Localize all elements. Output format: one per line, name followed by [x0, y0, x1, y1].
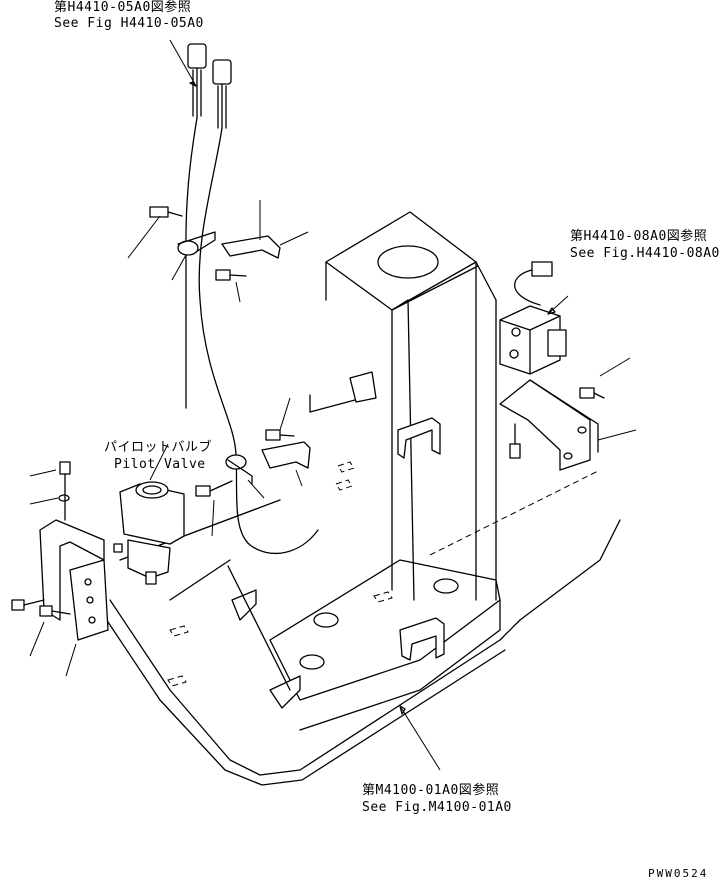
- ref-bottom-jp: 第M4100-01A0図参照: [362, 783, 500, 798]
- ref-top-jp: 第H4410-05A0図参照: [54, 0, 192, 15]
- pilot-valve-label-en: Pilot Valve: [114, 457, 206, 472]
- main-column: [309, 211, 497, 601]
- hose-clamp-lower: [195, 397, 311, 537]
- pilot-valve-label-jp: パイロットバルブ: [104, 440, 213, 455]
- mounting-plate: [11, 461, 123, 677]
- pilot-valve-body: [119, 443, 185, 585]
- ref-right-jp: 第H4410-08A0図参照: [570, 229, 708, 244]
- ref-top-en: See Fig H4410-05A0: [54, 16, 204, 31]
- dashed-mounting-hints: [167, 461, 393, 687]
- ref-right-en: See Fig.H4410-08A0: [570, 246, 720, 261]
- floor-frame: [99, 499, 621, 786]
- bracket-upper: [215, 200, 309, 303]
- hose-clamp-upper: [127, 206, 216, 281]
- solenoid-valve: [499, 261, 569, 375]
- base-plate: [269, 469, 601, 731]
- ref-bottom-en: See Fig.M4100-01A0: [362, 800, 512, 815]
- valve-bracket: [499, 357, 637, 471]
- leader-arrows-top: [169, 39, 197, 87]
- drawing-code: PWW0524: [648, 867, 709, 880]
